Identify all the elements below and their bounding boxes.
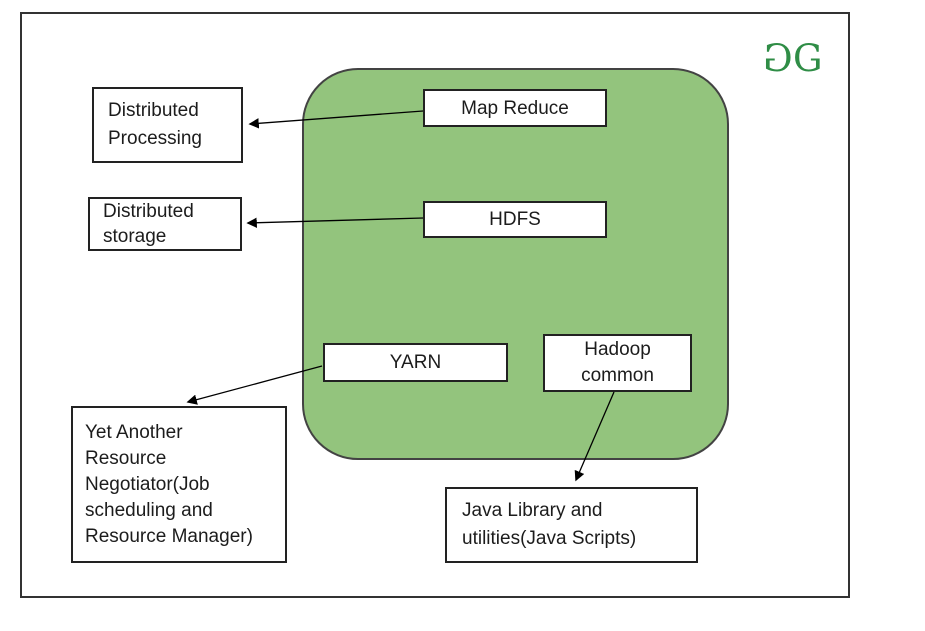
yarn-box: YARN <box>323 343 508 382</box>
distributed-storage-box: Distributed storage <box>88 197 242 251</box>
hadoop-common-label: Hadoop common <box>581 339 654 386</box>
hdfs-box: HDFS <box>423 201 607 238</box>
hadoop-common-description-label: Java Library and utilities(Java Scripts) <box>462 500 637 549</box>
logo-g-glyph: G <box>793 37 823 80</box>
distributed-storage-label: Distributed storage <box>103 201 194 247</box>
map-reduce-box: Map Reduce <box>423 89 607 127</box>
yarn-description-label: Yet Another Resource Negotiator(Job sche… <box>85 421 253 547</box>
logo-mirrored-g-glyph: G <box>766 37 793 80</box>
hadoop-components-container <box>302 68 729 460</box>
hadoop-common-box: Hadoop common <box>543 334 692 392</box>
yarn-description-box: Yet Another Resource Negotiator(Job sche… <box>71 406 287 563</box>
distributed-processing-box: Distributed Processing <box>92 87 243 163</box>
yarn-label: YARN <box>389 352 442 373</box>
distributed-processing-label: Distributed Processing <box>108 100 202 149</box>
hadoop-common-description-box: Java Library and utilities(Java Scripts) <box>445 487 698 563</box>
map-reduce-label: Map Reduce <box>461 97 569 119</box>
hdfs-label: HDFS <box>489 209 541 230</box>
